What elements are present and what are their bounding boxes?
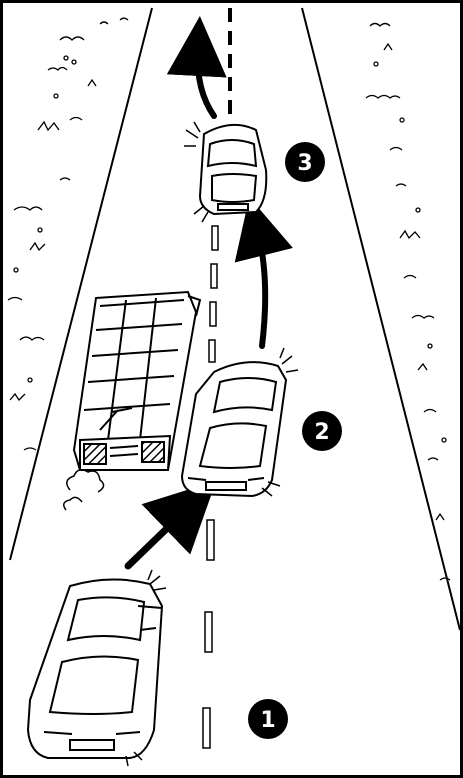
step-badge-2: 2 bbox=[302, 411, 342, 451]
step-badge-label: 2 bbox=[314, 420, 329, 445]
step-badge-label: 1 bbox=[260, 708, 275, 733]
step-badge-3: 3 bbox=[285, 142, 325, 182]
step-badge-1: 1 bbox=[248, 699, 288, 739]
step-badge-label: 3 bbox=[297, 151, 312, 176]
